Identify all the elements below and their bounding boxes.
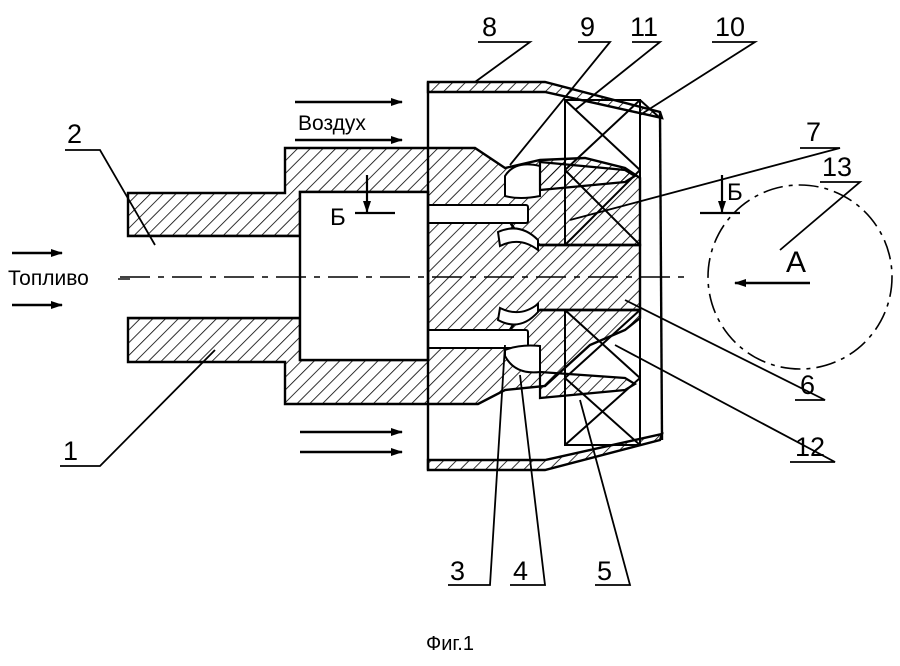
swirler-upper [564,99,661,246]
fuel-chamber [298,190,430,362]
section-marker-left [355,175,395,215]
fuel-label: Топливо [8,267,89,290]
part-number-10: 10 [715,12,745,42]
air-label: Воздух [298,112,366,135]
part-number-1: 1 [63,436,78,466]
part-numbers: 1 2 3 4 5 6 7 8 9 10 11 12 13 [63,12,852,586]
part-number-13: 13 [822,152,852,182]
outer-shroud [426,80,664,472]
section-marker-right [700,175,740,215]
part-number-3: 3 [450,556,465,586]
leader-lines [60,41,863,586]
detail-view-circle [707,184,893,370]
part-number-8: 8 [482,12,497,42]
part-number-12: 12 [795,432,825,462]
swirl-blades [538,160,638,400]
fuel-channels [419,163,541,374]
part-number-5: 5 [597,556,612,586]
part-number-6: 6 [800,370,815,400]
figure-caption: Фиг.1 [426,633,474,655]
part-number-2: 2 [67,119,82,149]
part-number-7: 7 [806,117,821,147]
section-label-right: Б [727,179,743,206]
section-label-left: Б [330,204,346,231]
part-number-11: 11 [630,12,658,42]
view-a-label: А [786,246,806,279]
part-number-4: 4 [513,556,528,586]
part-number-9: 9 [580,12,595,42]
